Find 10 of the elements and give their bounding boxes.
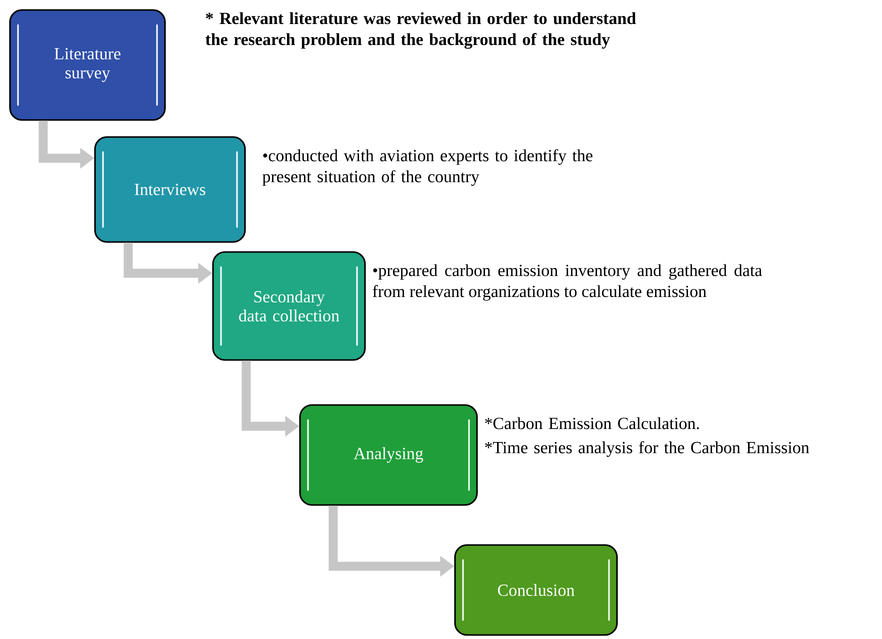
process-box: Conclusion (454, 544, 618, 636)
process-box: Literature survey (9, 9, 166, 121)
description-text: •conducted with aviation experts to identify the present situation of the country (262, 149, 592, 186)
description-text: *Carbon Emission Calculation. (485, 417, 699, 430)
description-text: •prepared carbon emission inventory and gathered data from relevant organizations to calculate emission (372, 264, 762, 301)
process-box: Interviews (94, 136, 246, 243)
description-text: *Time series analysis for the Carbon Emission (485, 441, 810, 457)
process-box: Secondary data collection (212, 251, 366, 361)
description-text: * Relevant literature was reviewed in order to understand the research problem and the background of the study (205, 12, 636, 49)
process-box: Analysing (299, 404, 478, 506)
